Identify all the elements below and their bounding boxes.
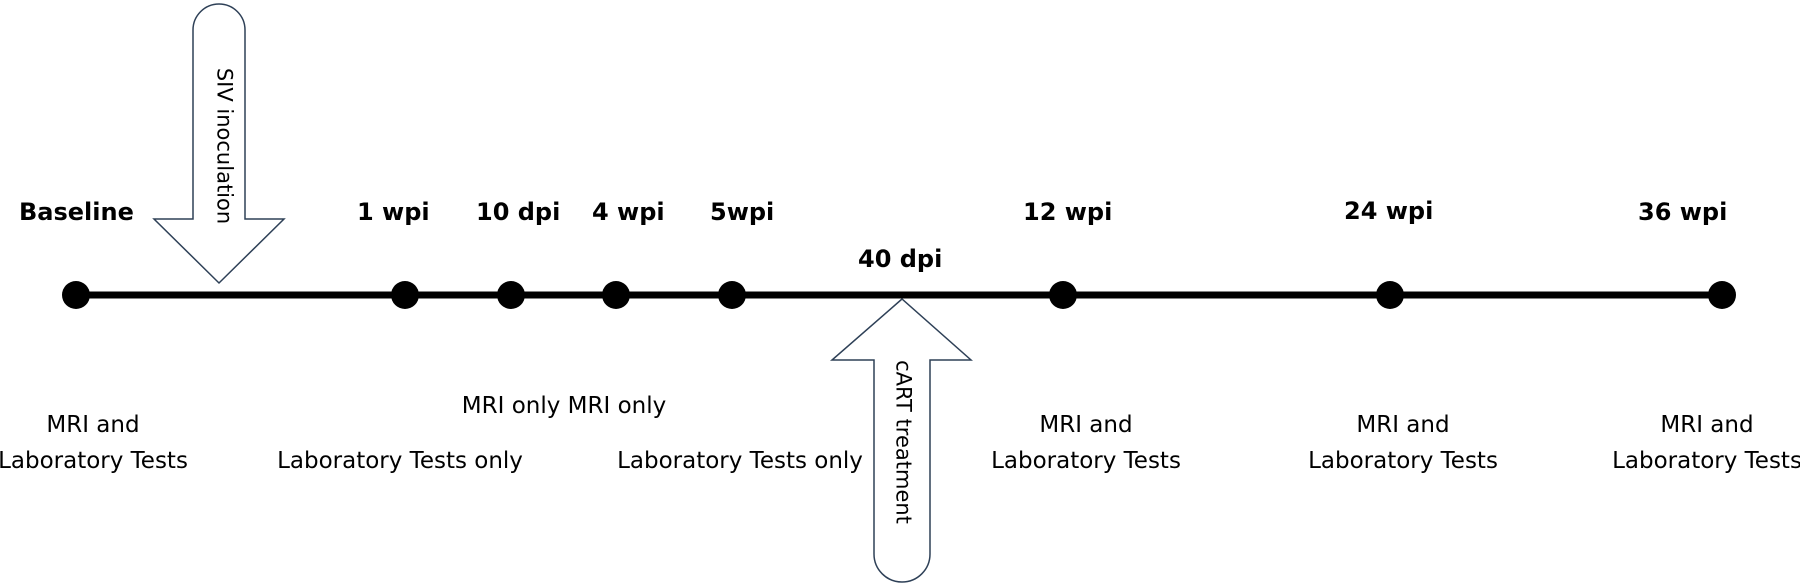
timepoint-36-wpi: 36 wpi (1638, 198, 1728, 226)
description-line: MRI and (1356, 412, 1450, 438)
wpi24-description: MRI and Laboratory Tests (1308, 407, 1498, 479)
cart-treatment-label: cART treatment (891, 360, 916, 524)
cart-treatment-arrow (829, 298, 973, 583)
dot-1-wpi (391, 281, 419, 309)
timepoint-baseline: Baseline (19, 198, 134, 226)
mri-only-description: MRI only MRI only (461, 393, 667, 419)
baseline-description: MRI and Laboratory Tests (0, 407, 188, 479)
dot-10-dpi (497, 281, 525, 309)
timepoint-40-dpi: 40 dpi (858, 245, 943, 273)
dot-12-wpi (1049, 281, 1077, 309)
dot-5-wpi (718, 281, 746, 309)
lab-tests-only-description: Laboratory Tests only (617, 448, 863, 474)
description-line: MRI and (1039, 412, 1133, 438)
timepoint-24-wpi: 24 wpi (1344, 197, 1434, 225)
description-line: MRI and (1660, 412, 1754, 438)
timepoint-12-wpi: 12 wpi (1023, 198, 1113, 226)
timepoint-4-wpi: 4 wpi (592, 198, 665, 226)
description-line: Laboratory Tests (991, 448, 1181, 474)
description-line: Laboratory Tests (1612, 448, 1800, 474)
wpi12-description: MRI and Laboratory Tests (991, 407, 1181, 479)
dot-baseline (62, 281, 90, 309)
timepoint-1-wpi: 1 wpi (357, 198, 430, 226)
wpi36-description: MRI and Laboratory Tests (1612, 407, 1800, 479)
siv-inoculation-label: SIV inoculation (212, 67, 237, 225)
siv-inoculation-arrow (152, 3, 286, 285)
timepoint-10-dpi: 10 dpi (476, 198, 561, 226)
description-line: MRI and (46, 412, 140, 438)
lab-tests-only-description: Laboratory Tests only (277, 448, 523, 474)
description-line: Laboratory Tests (0, 448, 188, 474)
timepoint-5-wpi: 5wpi (710, 198, 775, 226)
description-line: Laboratory Tests (1308, 448, 1498, 474)
dot-36-wpi (1708, 281, 1736, 309)
dot-4-wpi (602, 281, 630, 309)
dot-24-wpi (1376, 281, 1404, 309)
